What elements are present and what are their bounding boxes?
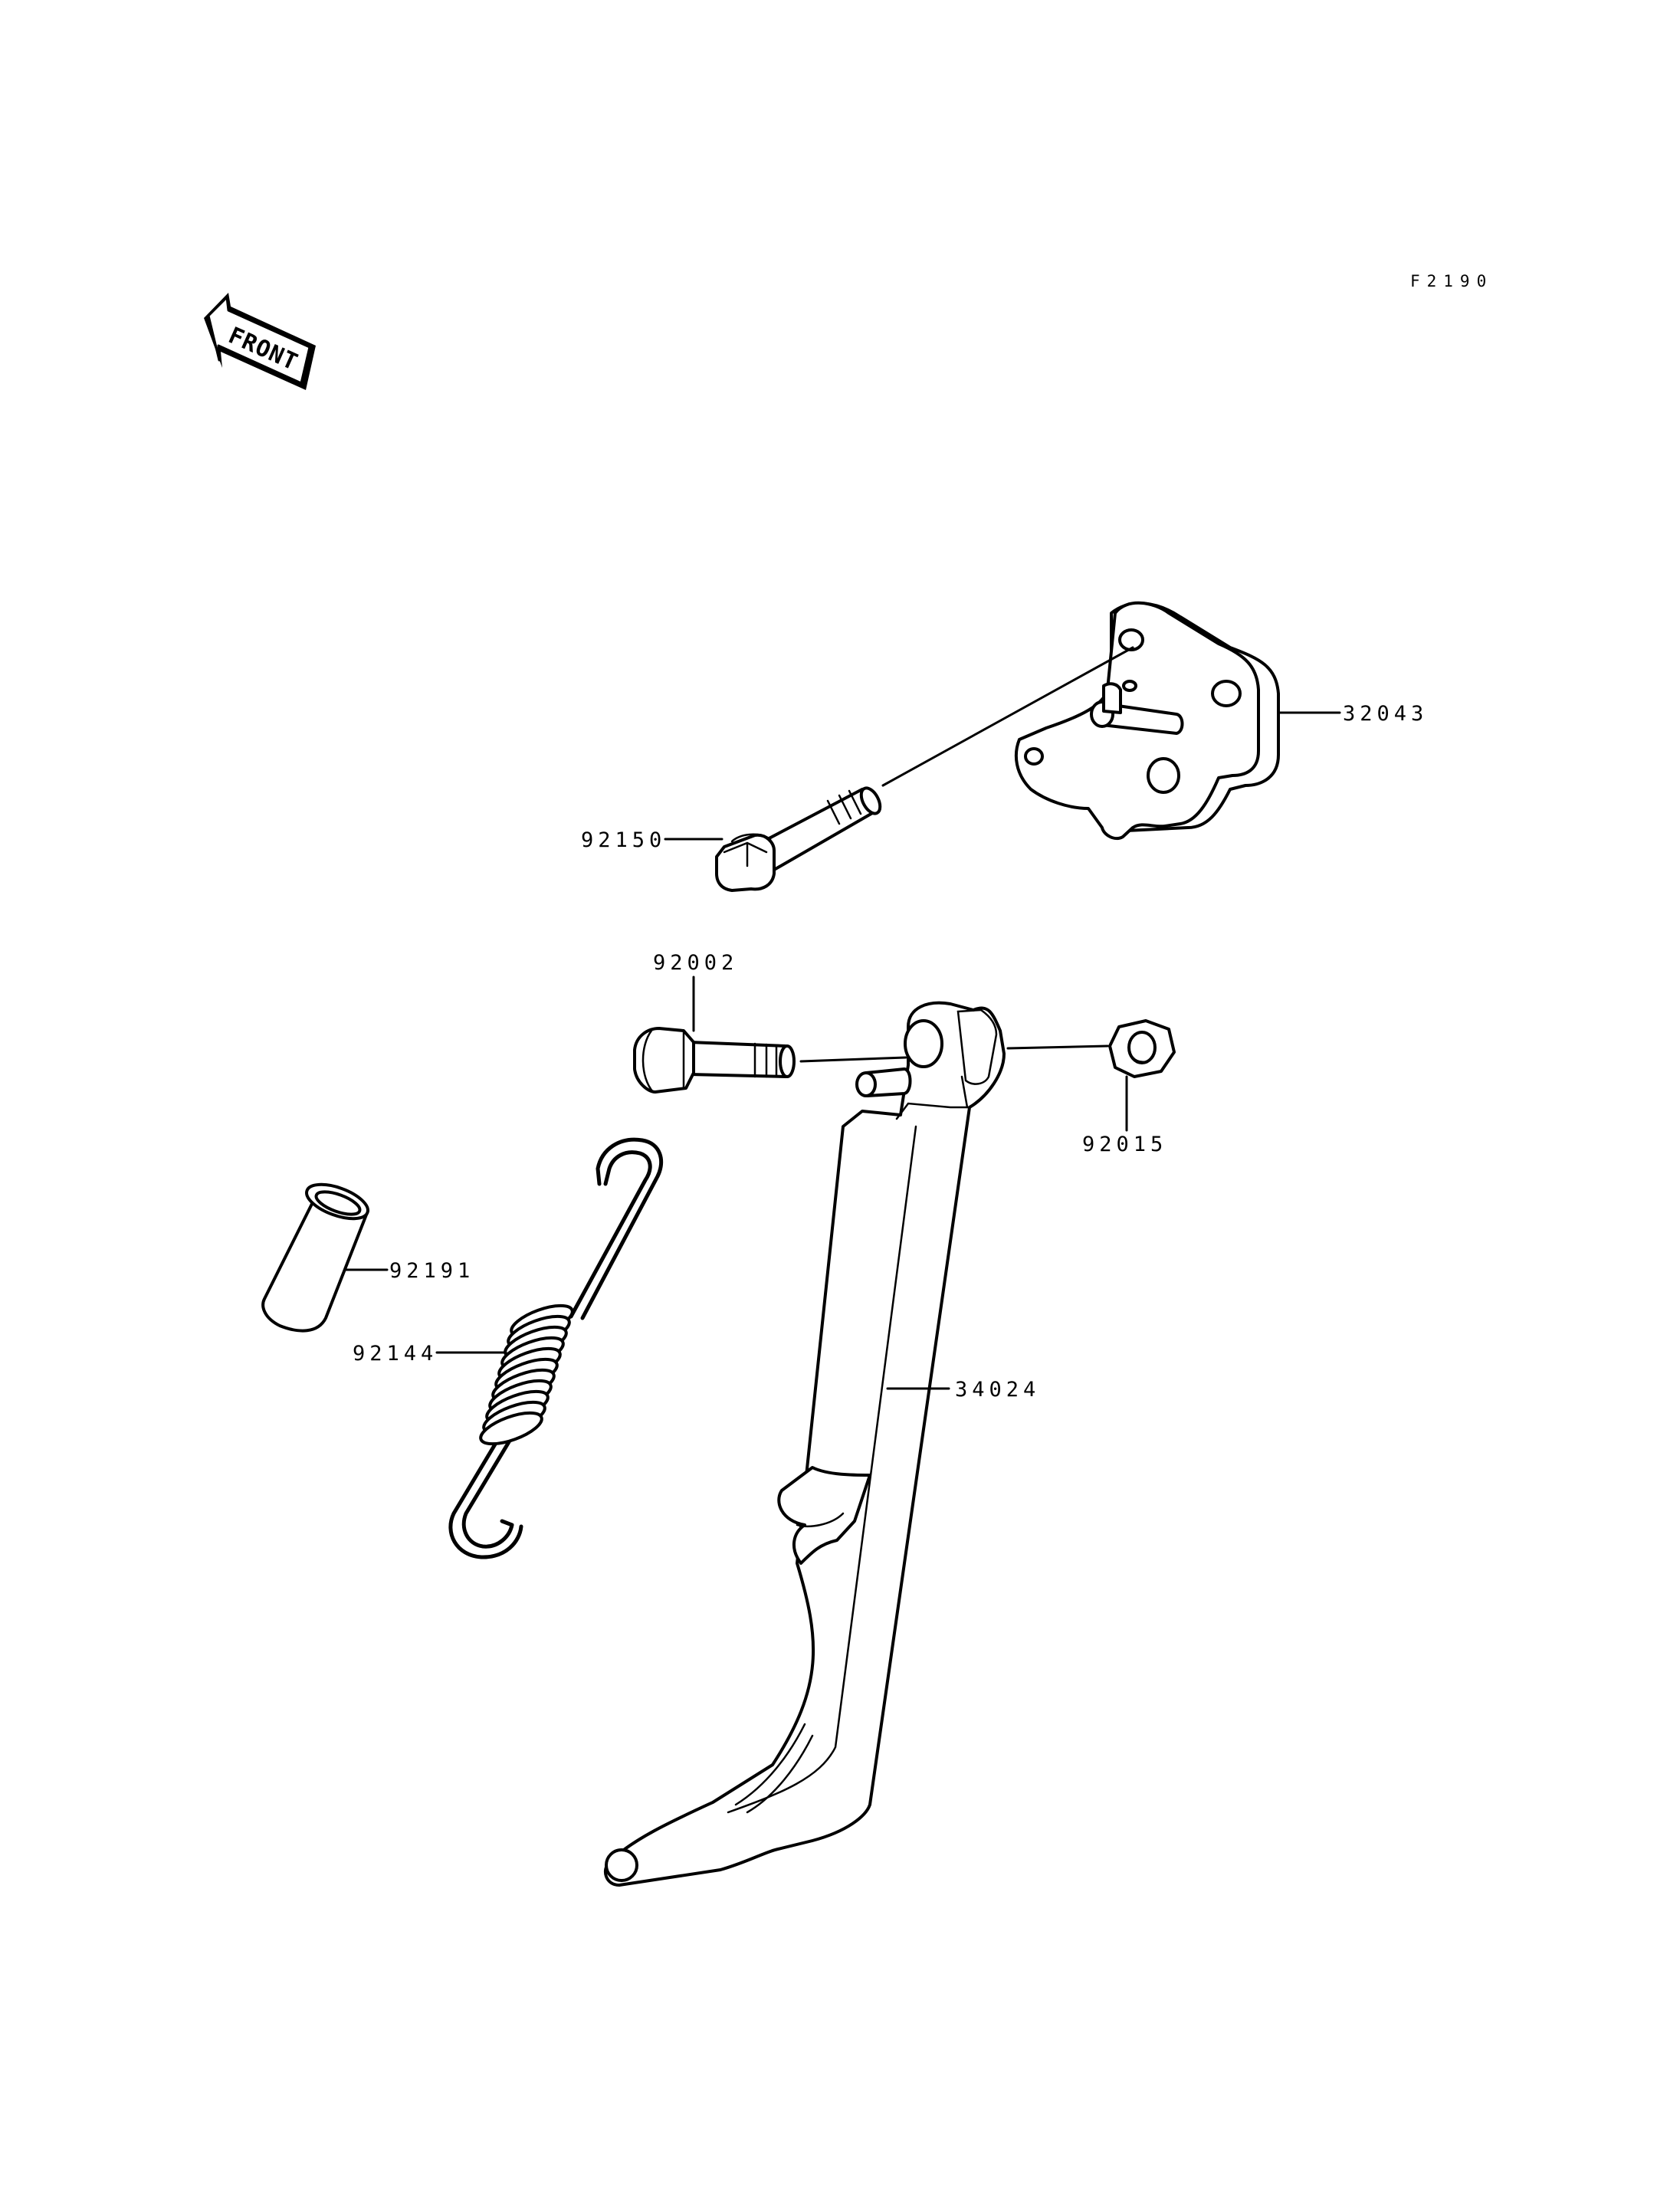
spring-92144: [448, 1137, 664, 1559]
bracket-32043: [1014, 601, 1280, 841]
collar-92191: [261, 1182, 369, 1333]
label-92191: 92191: [389, 1259, 474, 1283]
leader-92015-to-stand: [1006, 1044, 1109, 1050]
label-92015: 92015: [1082, 1133, 1167, 1156]
spring-coils: [479, 1303, 574, 1446]
side-stand-34024: [603, 1001, 1006, 1887]
label-92144: 92144: [353, 1342, 438, 1366]
nut-92015: [1108, 1019, 1176, 1078]
label-34024: 34024: [955, 1378, 1040, 1402]
diagram-code: F2190: [1410, 272, 1493, 290]
bolt-92150: [715, 786, 882, 892]
label-32043: 32043: [1343, 702, 1428, 726]
bolt-92002: [633, 1027, 796, 1094]
leader-92002-to-stand: [799, 1056, 907, 1063]
front-direction-arrow-icon: FRONT: [204, 293, 316, 390]
label-92002: 92002: [653, 951, 738, 975]
label-92150: 92150: [581, 828, 666, 852]
leader-92150-to-bracket: [881, 646, 1134, 787]
